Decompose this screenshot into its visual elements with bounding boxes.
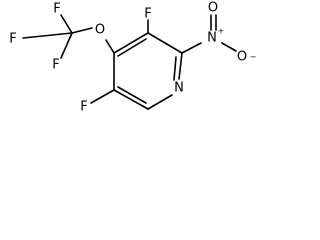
charge-o-nitro-minus: −: [250, 53, 257, 62]
atom-n-nitro: N: [207, 31, 217, 46]
atom-f-cf3-bottom: F: [52, 58, 59, 73]
bond-c2-c3: [147, 32, 183, 54]
atom-f-cf3-left: F: [9, 32, 16, 47]
bond-c3-c4-inner: [117, 38, 147, 57]
atom-f-ring-bottom: F: [80, 100, 87, 115]
bond-n-o-single: [221, 42, 237, 52]
atom-f-cf3-top: F: [53, 2, 60, 17]
bond-cf3-f-bottom: [60, 32, 73, 59]
bond-c6-n1: [147, 94, 173, 110]
bond-c5-c6: [113, 89, 149, 110]
bond-c5-f: [90, 89, 115, 104]
substituent-bonds: [22, 14, 237, 104]
atom-labels: F F F F O F N N + O O −: [9, 1, 256, 115]
bond-n1-c2: [178, 52, 183, 80]
atom-o-nitro-double: O: [208, 1, 218, 16]
bond-c5-c6-inner: [117, 86, 147, 104]
charge-n-nitro-plus: +: [218, 27, 225, 36]
bond-cf3-f-top: [60, 14, 73, 34]
atom-o-ether: O: [95, 23, 105, 38]
atom-n-ring: N: [174, 81, 184, 96]
bond-n1-c2-inner: [173, 56, 177, 81]
bond-cf3-f-left: [22, 32, 73, 39]
atom-f-ring-top: F: [144, 7, 151, 22]
atom-o-nitro-single: O: [237, 50, 247, 65]
bond-c3-c4: [113, 32, 149, 54]
bond-c2-n-nitro: [181, 42, 202, 54]
pyridine-ring: [113, 32, 183, 110]
bond-c4-o: [105, 39, 115, 54]
molecule-structure: F F F F O F N N + O O −: [9, 1, 256, 115]
bond-o-cf3: [71, 27, 93, 34]
